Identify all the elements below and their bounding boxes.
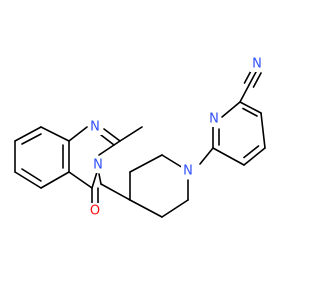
structure-diagram: N N N N N O [14, 56, 266, 219]
bond-pyr-c4-c5 [243, 147, 266, 166]
atom-label-n-quinazoline-1: N [90, 120, 100, 135]
atom-label-n-quinazoline-3: N [93, 158, 103, 173]
bond-c8-c7-double [21, 133, 42, 145]
bond-pyr-to-pip [199, 147, 214, 165]
bond-c4-n3 [91, 171, 98, 189]
bond-n3-c2 [98, 140, 121, 156]
bond-c6-c5-double [21, 168, 42, 182]
bond-pyr-c2-c3 [239, 101, 262, 114]
atom-n-quinazoline-1: N [88, 119, 102, 135]
bond-nitrile-to-ring [239, 84, 250, 103]
bond-n1-c8a [68, 126, 88, 142]
atom-label-n-piperidine: N [183, 164, 193, 179]
bond-pip-c4-c5 [129, 199, 163, 218]
atom-n-pyridine: N [207, 111, 221, 127]
bond-c8-c7 [14, 126, 42, 142]
atom-label-n-pyridine: N [209, 112, 219, 127]
bond-c8a-c8 [40, 126, 70, 142]
bond-pyr-n1-c2 [221, 101, 241, 118]
atom-n-nitrile: N [250, 56, 264, 72]
bond-c4a-c4 [68, 171, 93, 189]
bond-pip-c2-c3 [129, 154, 163, 173]
bond-pyr-c2-c3-double [242, 107, 258, 117]
bond-pip-c5-c6 [161, 199, 189, 218]
atom-n-quinazoline-3: N [91, 157, 105, 173]
bond-ch2-to-n3 [98, 173, 102, 185]
bond-pyr-c3-c4 [260, 112, 266, 149]
bond-pyr-c5-c6 [212, 147, 245, 166]
bond-c2-n1 [103, 128, 121, 142]
bond-c5-c4a [40, 171, 70, 189]
atom-o-carbonyl: O [88, 203, 102, 219]
atom-label-n-nitrile: N [252, 57, 262, 72]
bond-nitrile-2 [252, 72, 262, 88]
atom-n-piperidine: N [181, 163, 195, 179]
bond-pyr-c4-c5-double [243, 145, 260, 159]
bond-c6-c5 [14, 171, 42, 189]
molecule-drawing: N N N N N O [14, 56, 266, 219]
bond-c2-n1-double [100, 134, 115, 146]
bond-c2-methyl [119, 126, 143, 142]
bond-ch2-a [100, 183, 131, 201]
bond-nitrile-1 [248, 70, 258, 86]
atom-label-o-carbonyl: O [90, 204, 100, 219]
